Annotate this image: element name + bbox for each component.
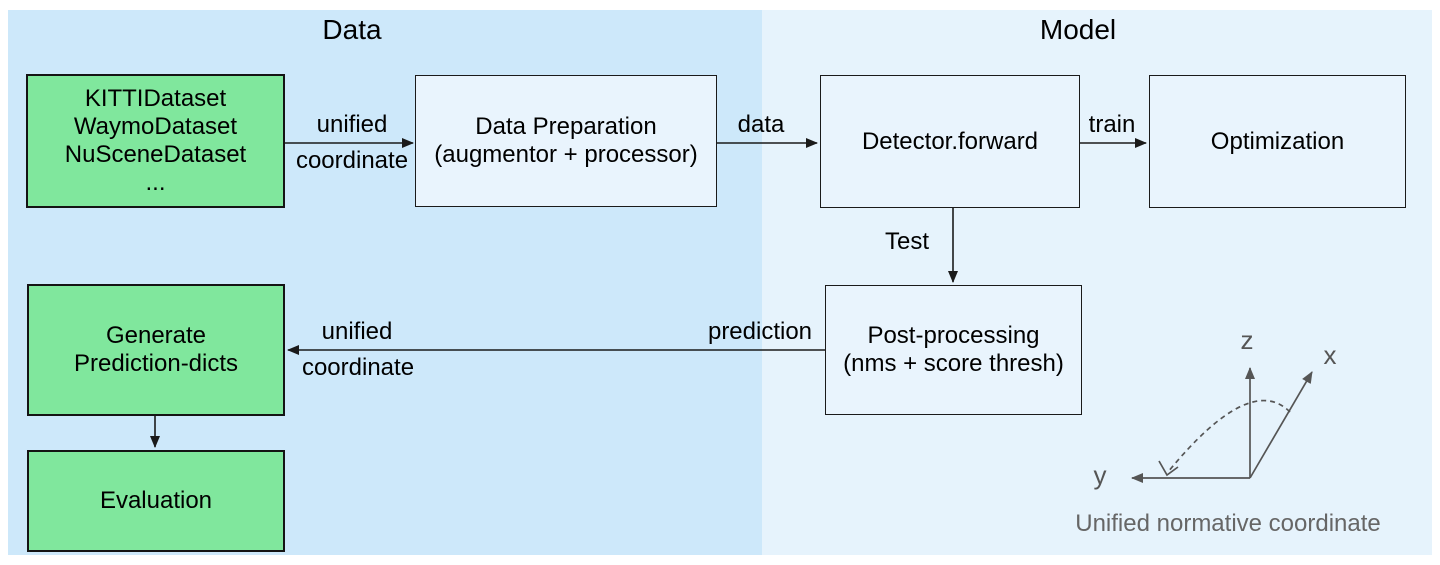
edge-label-data: data	[737, 111, 785, 138]
edge-label-unified-2: unified	[321, 318, 393, 345]
post-processing-line: (nms + score thresh)	[843, 350, 1064, 377]
data-preparation-line: Data Preparation	[475, 113, 657, 140]
evaluation-box: Evaluation	[27, 450, 285, 552]
optimization-label: Optimization	[1210, 127, 1345, 155]
post-processing-box: Post-processing (nms + score thresh)	[825, 285, 1082, 415]
data-preparation-box: Data Preparation (augmentor + processor)	[415, 75, 717, 207]
datasets-box: KITTIDataset WaymoDataset NuSceneDataset…	[26, 74, 285, 208]
detector-forward-box: Detector.forward	[820, 75, 1080, 208]
model-section-title: Model	[1039, 14, 1117, 45]
datasets-line: NuSceneDataset	[64, 141, 247, 168]
edge-label-coordinate-1: coordinate	[295, 147, 409, 174]
detector-forward-label: Detector.forward	[861, 127, 1039, 155]
generate-prediction-dicts-box: Generate Prediction-dicts	[27, 284, 285, 416]
evaluation-label: Evaluation	[99, 487, 213, 514]
edge-label-train: train	[1088, 111, 1136, 138]
coordinate-caption: Unified normative coordinate	[1075, 510, 1381, 537]
datasets-line: WaymoDataset	[73, 113, 238, 140]
datasets-line: KITTIDataset	[84, 85, 227, 112]
axis-z-label: z	[1240, 325, 1254, 355]
data-section-title: Data	[322, 14, 382, 45]
axis-y-label: y	[1093, 460, 1107, 490]
post-processing-line: Post-processing	[867, 322, 1040, 349]
generate-line: Generate	[105, 322, 207, 349]
edge-label-unified-1: unified	[316, 111, 388, 138]
edge-label-coordinate-2: coordinate	[301, 354, 415, 381]
edge-label-prediction: prediction	[707, 318, 813, 345]
edge-label-test: Test	[884, 228, 930, 255]
optimization-box: Optimization	[1149, 75, 1406, 208]
generate-line: Prediction-dicts	[73, 350, 239, 377]
data-preparation-line: (augmentor + processor)	[434, 141, 698, 168]
datasets-line: ...	[145, 169, 166, 196]
axis-x-label: x	[1323, 340, 1337, 370]
